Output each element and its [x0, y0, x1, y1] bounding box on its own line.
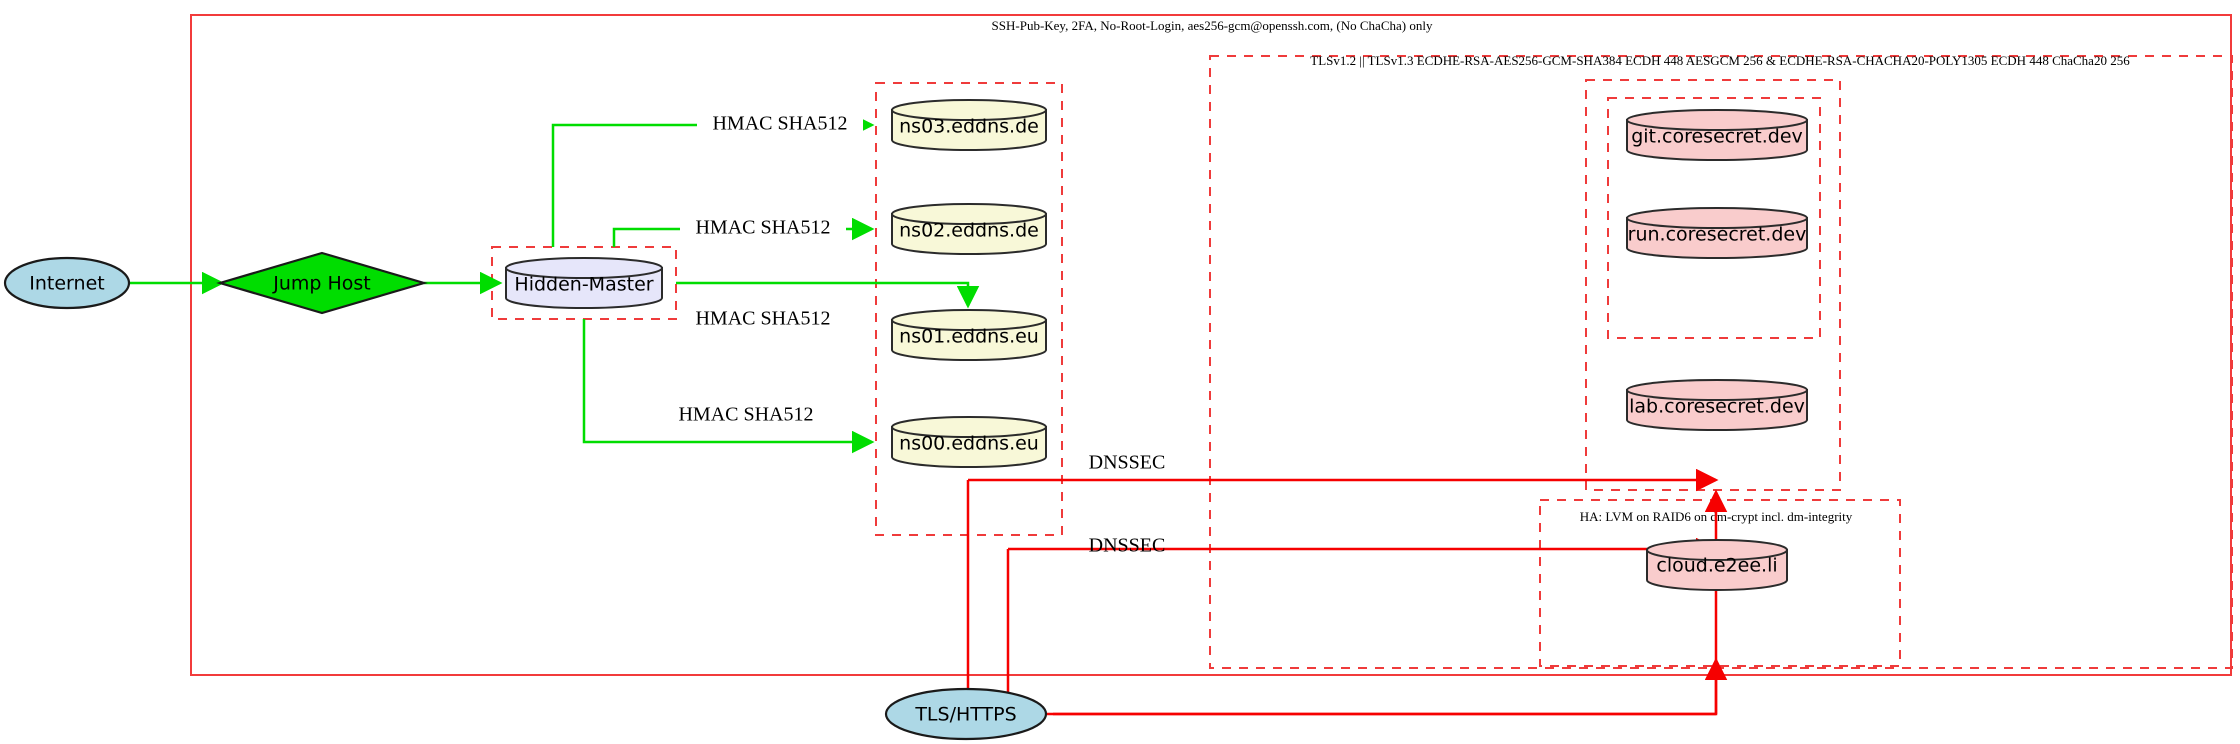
- cloud-cylinder-body: [1646, 549, 1788, 591]
- run-label: run.coresecret.dev: [1628, 224, 1807, 246]
- node-internet[interactable]: Internet: [3, 256, 131, 310]
- node-tls-https[interactable]: TLS/HTTPS: [884, 687, 1048, 741]
- ns02-label: ns02.eddns.de: [899, 220, 1039, 242]
- ns03-cylinder-top: [891, 99, 1047, 121]
- ns00-label: ns00.eddns.eu: [899, 433, 1039, 455]
- node-cloud-e2ee[interactable]: cloud.e2ee.li: [1646, 539, 1788, 591]
- ns02-cylinder-body: [891, 213, 1047, 255]
- lab-label: lab.coresecret.dev: [1629, 396, 1805, 418]
- node-hidden-master[interactable]: Hidden-Master: [505, 257, 663, 309]
- cloud-cylinder-top: [1646, 539, 1788, 561]
- internet-label: Internet: [29, 273, 104, 295]
- ns00-cylinder-body: [891, 426, 1047, 468]
- node-lab-coresecret[interactable]: lab.coresecret.dev: [1626, 379, 1808, 431]
- hidden-master-label: Hidden-Master: [514, 274, 653, 296]
- ns01-cylinder-body: [891, 319, 1047, 361]
- node-ns02[interactable]: ns02.eddns.de: [891, 203, 1047, 255]
- hmac-ns03-label: HMAC SHA512: [712, 113, 847, 135]
- node-git-coresecret[interactable]: git.coresecret.dev: [1626, 109, 1808, 161]
- ns03-cylinder-body: [891, 109, 1047, 151]
- jump-host-label: Jump Host: [272, 273, 371, 295]
- node-ns00[interactable]: ns00.eddns.eu: [891, 416, 1047, 468]
- cloud-label: cloud.e2ee.li: [1656, 555, 1777, 577]
- node-ns01[interactable]: ns01.eddns.eu: [891, 309, 1047, 361]
- cluster-tls-label: TLSv1.2 || TLSv1.3 ECDHE-RSA-AES256-GCM-…: [1310, 53, 2130, 68]
- tls-https-label: TLS/HTTPS: [914, 704, 1016, 726]
- edge-label-dnssec-upper: DNSSEC: [1089, 452, 1166, 474]
- git-cylinder-top: [1626, 109, 1808, 131]
- hmac-ns03-label-bg: [697, 112, 863, 138]
- edge-hiddenmaster-to-ns00: [582, 319, 875, 454]
- dnssec-lower-label: DNSSEC: [1089, 535, 1166, 557]
- lab-cylinder-body: [1626, 389, 1808, 431]
- node-ns03[interactable]: ns03.eddns.de: [891, 99, 1047, 151]
- hmac-ns00-label: HMAC SHA512: [678, 404, 813, 426]
- hmac-ns00-label-bg: [663, 403, 829, 429]
- git-label: git.coresecret.dev: [1631, 126, 1803, 148]
- dnssec-upper-label: DNSSEC: [1089, 452, 1166, 474]
- edge-label-hmac-ns01: HMAC SHA512: [695, 308, 830, 330]
- hidden-master-cylinder-top: [505, 257, 663, 279]
- ns01-cylinder-top: [891, 309, 1047, 331]
- ns02-cylinder-top: [891, 203, 1047, 225]
- cluster-coresecret-inner-frame: [1607, 97, 1821, 339]
- run-cylinder-body: [1626, 217, 1808, 259]
- git-cylinder-body: [1626, 119, 1808, 161]
- edge-label-hmac-ns00: HMAC SHA512: [663, 403, 829, 429]
- edge-hiddenmaster-to-ns01: [676, 281, 980, 309]
- cluster-ssh-label: SSH-Pub-Key, 2FA, No-Root-Login, aes256-…: [992, 18, 1433, 33]
- ns00-cylinder-top: [891, 416, 1047, 438]
- run-cylinder-top: [1626, 207, 1808, 229]
- hidden-master-cylinder-body: [505, 267, 663, 309]
- node-jump-host[interactable]: Jump Host: [216, 251, 428, 315]
- hmac-ns02-label-bg: [680, 216, 846, 242]
- hmac-ns01-label: HMAC SHA512: [695, 308, 830, 330]
- node-run-coresecret[interactable]: run.coresecret.dev: [1626, 207, 1808, 259]
- ns03-label: ns03.eddns.de: [899, 116, 1039, 138]
- edge-label-hmac-ns03: HMAC SHA512: [697, 112, 863, 138]
- hmac-ns02-label: HMAC SHA512: [695, 217, 830, 239]
- tls-https-ellipse: [884, 687, 1048, 741]
- edge-label-hmac-ns02: HMAC SHA512: [680, 216, 846, 242]
- edge-label-dnssec-lower: DNSSEC: [1089, 535, 1166, 557]
- internet-ellipse: [3, 256, 131, 310]
- jump-host-diamond: [216, 251, 428, 315]
- lab-cylinder-top: [1626, 379, 1808, 401]
- ns01-label: ns01.eddns.eu: [899, 326, 1039, 348]
